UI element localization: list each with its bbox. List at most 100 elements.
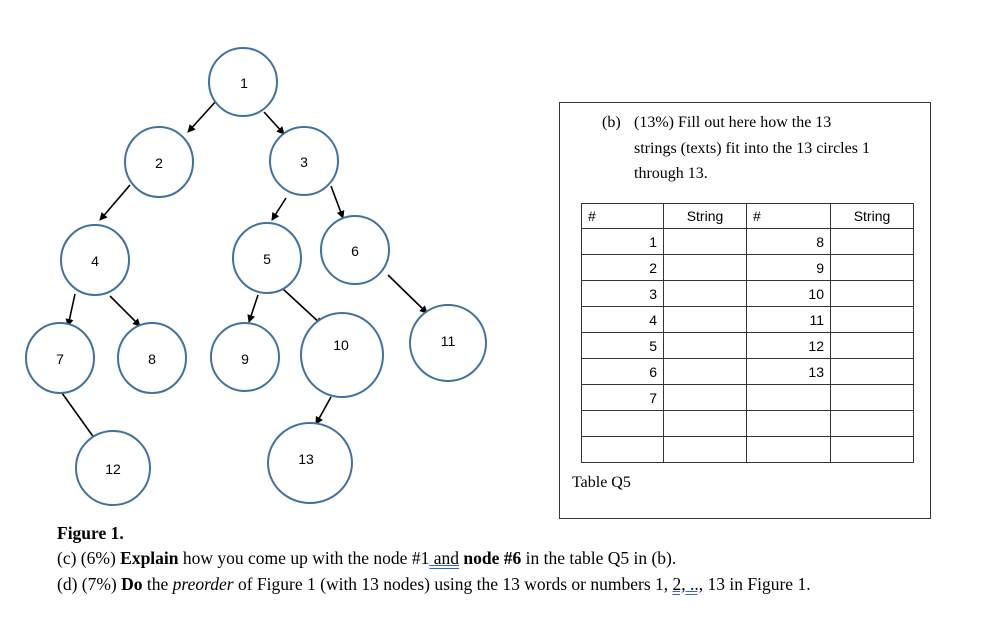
string-cell[interactable] (663, 306, 747, 333)
string-cell[interactable] (663, 254, 747, 281)
table-row: 1 8 (581, 228, 914, 255)
tree-node-label: 9 (241, 351, 249, 367)
tree-node-label: 13 (298, 451, 314, 467)
question-c-end: in the table Q5 in (b). (521, 548, 677, 568)
string-cell[interactable] (663, 228, 747, 255)
tree-node-label: 7 (56, 351, 64, 367)
question-d-text: of Figure 1 (with 13 nodes) using the 13… (233, 574, 673, 594)
string-cell[interactable] (830, 332, 914, 359)
string-cell[interactable] (830, 410, 914, 437)
tree-node-label: 2 (155, 155, 163, 171)
row-number-right (746, 384, 831, 411)
question-d-the: the (142, 574, 173, 594)
row-number-right (746, 436, 831, 463)
figure-title: Figure 1. (57, 523, 124, 543)
string-cell[interactable] (663, 436, 747, 463)
tree-node-4 (60, 224, 130, 296)
header-string-right: String (830, 203, 914, 229)
table-header-row: # String # String (581, 203, 914, 229)
table-caption: Table Q5 (572, 474, 631, 491)
edge-3-6 (330, 185, 345, 219)
question-c-prefix: (c) (6%) (57, 548, 121, 568)
tree-node-label: 6 (351, 243, 359, 259)
row-number-right: 10 (746, 280, 831, 307)
tree-node-3 (269, 126, 339, 196)
tree-node-label: 3 (300, 154, 308, 170)
tree-node-label: 1 (240, 75, 248, 91)
edge-6-11 (387, 274, 428, 314)
row-number-left: 7 (581, 384, 664, 411)
table-row: 4 11 (581, 306, 914, 333)
string-cell[interactable] (663, 332, 747, 359)
table-row (581, 410, 914, 437)
header-number-right: # (746, 203, 831, 229)
edge-4-7 (65, 293, 76, 327)
question-d-end: 13 in Figure 1. (703, 574, 811, 594)
edge-10-13 (315, 396, 332, 425)
question-c-line: (c) (6%) Explain how you come up with th… (57, 548, 676, 569)
table-q5: # String # String 1 8 2 9 3 10 4 11 5 12… (581, 203, 914, 463)
question-b-line-2: strings (texts) fit into the 13 circles … (634, 139, 870, 157)
tree-node-label: 4 (91, 253, 99, 269)
row-number-left: 1 (581, 228, 664, 255)
question-b-label: (b) (602, 114, 621, 131)
row-number-left: 2 (581, 254, 664, 281)
string-cell[interactable] (830, 306, 914, 333)
string-cell[interactable] (830, 384, 914, 411)
row-number-right: 12 (746, 332, 831, 359)
question-b-panel (559, 102, 931, 519)
question-d-preorder: preorder (172, 574, 234, 594)
string-cell[interactable] (830, 254, 914, 281)
table-row: 6 13 (581, 358, 914, 385)
edge-3-5 (271, 197, 287, 221)
tree-node-13 (267, 422, 353, 504)
row-number-right: 13 (746, 358, 831, 385)
table-row: 3 10 (581, 280, 914, 307)
header-number-left: # (581, 203, 664, 229)
string-cell[interactable] (663, 280, 747, 307)
row-number-left: 4 (581, 306, 664, 333)
string-cell[interactable] (830, 358, 914, 385)
tree-node-2 (124, 126, 194, 198)
string-cell[interactable] (663, 384, 747, 411)
question-b-text: (b) (13%) Fill out here how the 13 string… (602, 110, 927, 187)
row-number-right (746, 410, 831, 437)
question-c-text: how you come up with the node #1 (178, 548, 430, 568)
question-c-and: and (429, 548, 459, 568)
question-b-line-1: (13%) Fill out here how the 13 (634, 114, 832, 131)
table-row (581, 436, 914, 463)
tree-node-label: 8 (148, 351, 156, 367)
string-cell[interactable] (830, 280, 914, 307)
table-row: 7 (581, 384, 914, 411)
row-number-right: 8 (746, 228, 831, 255)
tree-node-9 (210, 322, 280, 392)
edge-5-9 (247, 294, 259, 323)
row-number-left (581, 436, 664, 463)
row-number-left: 3 (581, 280, 664, 307)
tree-node-1 (208, 47, 278, 117)
row-number-left (581, 410, 664, 437)
question-d-line: (d) (7%) Do the preorder of Figure 1 (wi… (57, 574, 811, 595)
edge-1-2 (187, 99, 218, 133)
edge-2-4 (99, 184, 131, 221)
edge-7-12 (61, 392, 98, 443)
string-cell[interactable] (663, 410, 747, 437)
edge-4-8 (109, 295, 141, 327)
tree-node-11 (409, 304, 487, 382)
tree-node-12 (75, 430, 151, 506)
question-c-node6: node #6 (458, 548, 522, 568)
tree-node-label: 12 (105, 461, 121, 477)
question-b-line-3: through 13. (634, 165, 708, 182)
tree-node-label: 5 (263, 251, 271, 267)
tree-node-label: 10 (333, 337, 349, 353)
tree-node-7 (25, 322, 95, 394)
tree-node-6 (320, 215, 390, 285)
string-cell[interactable] (663, 358, 747, 385)
question-d-prefix: (d) (7%) (57, 574, 122, 594)
question-d-range: 2, .., (672, 574, 704, 594)
tree-node-8 (117, 322, 187, 394)
string-cell[interactable] (830, 436, 914, 463)
tree-node-5 (232, 222, 302, 294)
string-cell[interactable] (830, 228, 914, 255)
question-c-explain: Explain (120, 548, 179, 568)
